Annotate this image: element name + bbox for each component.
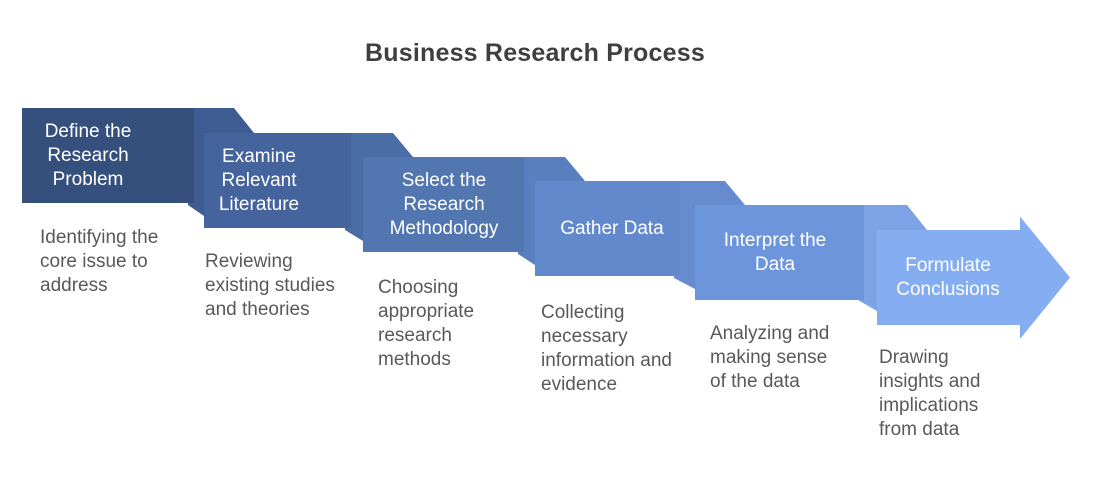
step-1-description: Identifying the core issue to address [40, 227, 159, 296]
step-5-label: Interpret the Data [723, 230, 827, 275]
step-2-shape [204, 133, 351, 228]
step-4-label: Gather Data [560, 218, 664, 239]
step-5-shape [695, 205, 864, 300]
step-5-description: Analyzing and making sense of the data [710, 323, 830, 392]
step-1-label: Define the Research Problem [44, 121, 132, 190]
step-2-label: Examine Relevant Literature [218, 146, 300, 215]
step-1-shape [22, 108, 194, 203]
step-6-description: Drawing insights and implications from d… [879, 347, 981, 440]
diagram-title: Business Research Process [365, 39, 705, 67]
step-6-arrow-shape [877, 216, 1070, 339]
step-2-description: Reviewing existing studies and theories [205, 251, 335, 320]
step-4-shape [535, 181, 680, 276]
step-4-description: Collecting necessary information and evi… [541, 302, 672, 395]
step-3-label: Select the Research Methodology [389, 170, 499, 239]
step-3-description: Choosing appropriate research methods [378, 277, 475, 370]
step-6-label: Formulate Conclusions [896, 255, 1000, 300]
step-3-shape [363, 157, 524, 252]
